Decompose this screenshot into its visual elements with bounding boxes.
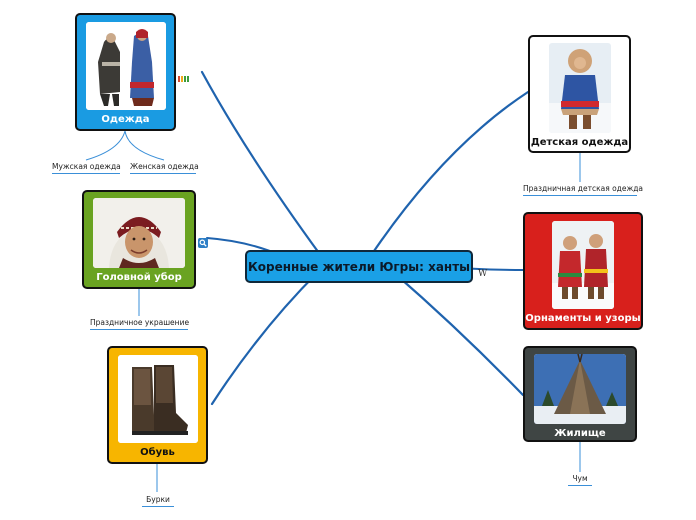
topic-headwear[interactable]: Головной убор: [82, 190, 196, 289]
subtopic-festive-kids-label: Праздничная детская одежда: [523, 184, 644, 193]
wikipedia-icon[interactable]: W: [478, 262, 490, 281]
link-dwelling: [390, 269, 525, 397]
link-kids: [362, 90, 530, 268]
topic-shoes[interactable]: Обувь: [107, 346, 208, 464]
dwelling-label: Жилище: [554, 428, 606, 439]
topic-clothing[interactable]: Одежда: [75, 13, 176, 131]
clothing-label: Одежда: [101, 114, 150, 125]
subtopic-burki[interactable]: Бурки: [142, 495, 174, 504]
ornaments-image: [552, 221, 614, 309]
dwelling-image: [534, 354, 626, 424]
topic-kids-clothing[interactable]: Детская одежда: [528, 35, 631, 153]
subtopic-womens-label: Женская одежда: [130, 162, 199, 171]
subtopic-womens-clothing[interactable]: Женская одежда: [130, 162, 199, 171]
central-topic[interactable]: Коренные жители Югры: ханты: [245, 250, 473, 283]
link-shoes: [210, 270, 320, 406]
magnifier-icon[interactable]: [198, 233, 208, 252]
subtopic-festive-kids-clothing[interactable]: Праздничная детская одежда: [523, 184, 643, 193]
clothing-image: [85, 22, 166, 110]
subtopic-festive-decoration[interactable]: Праздничное украшение: [90, 318, 190, 327]
svg-text:W: W: [478, 269, 488, 277]
shoes-image: [117, 355, 198, 443]
subtopic-mens-underline: [52, 173, 120, 174]
subtopic-burki-underline: [142, 506, 174, 507]
subtopic-festive-kids-underline: [523, 195, 637, 196]
central-topic-label: Коренные жители Югры: ханты: [247, 259, 471, 274]
headwear-image: [93, 198, 185, 268]
subtopic-mens-label: Мужская одежда: [52, 162, 121, 171]
subtopic-mens-clothing[interactable]: Мужская одежда: [52, 162, 121, 171]
subtopic-chum-underline: [568, 485, 592, 486]
subtopic-womens-underline: [130, 173, 196, 174]
link-clothing: [200, 70, 332, 270]
kids-clothing-label: Детская одежда: [530, 137, 629, 148]
subtopic-chum-label: Чум: [572, 474, 588, 483]
subtopic-festive-decoration-underline: [90, 329, 188, 330]
ornaments-label: Орнаменты и узоры: [525, 313, 641, 324]
subtopic-festive-decoration-label: Праздничное украшение: [90, 318, 190, 327]
headwear-label: Головной убор: [96, 272, 182, 283]
shoes-label: Обувь: [140, 447, 175, 458]
subtopic-burki-label: Бурки: [146, 495, 170, 504]
progress-bars-icon[interactable]: [178, 68, 190, 87]
topic-ornaments[interactable]: Орнаменты и узоры: [523, 212, 643, 330]
subtopic-chum[interactable]: Чум: [568, 474, 592, 483]
kids-clothing-image: [548, 43, 611, 133]
topic-dwelling[interactable]: Жилище: [523, 346, 637, 442]
